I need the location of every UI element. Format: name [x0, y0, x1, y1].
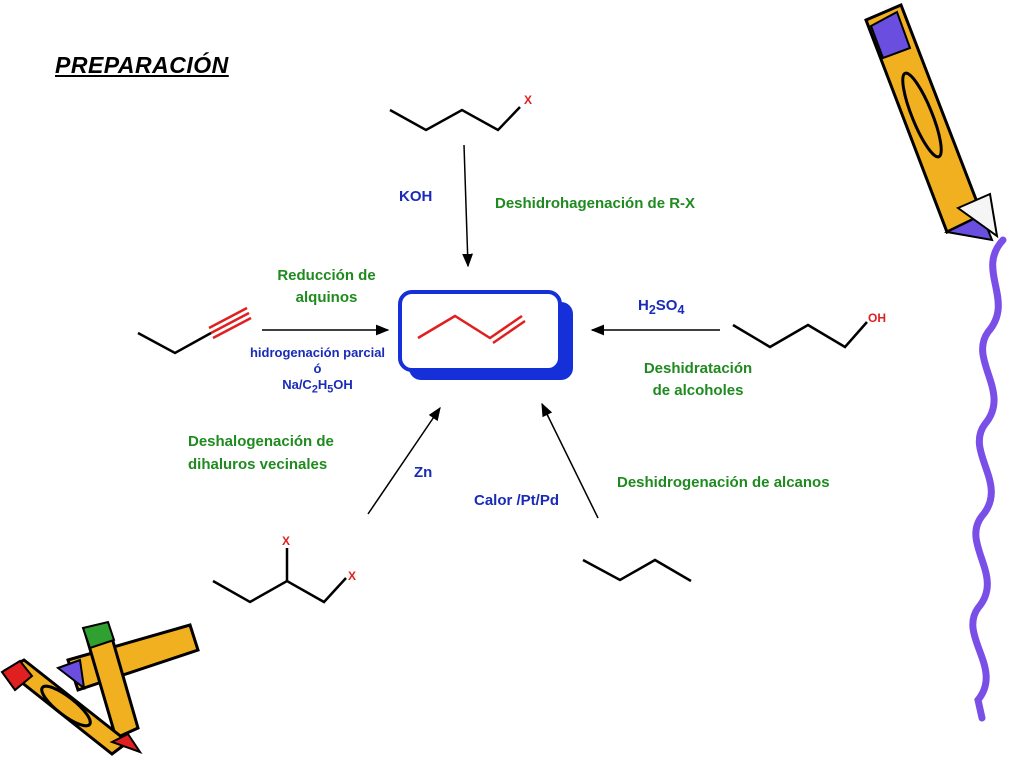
dehalogenation-line1: Deshalogenación de — [188, 433, 334, 450]
heat-catalyst-reagent: Calor /Pt/Pd — [474, 492, 560, 509]
alcohol-dehydration-line1: Deshidratación — [643, 360, 753, 377]
dehalogenation-label: Deshalogenación de dihaluros vecinales — [188, 430, 334, 476]
alkyne-reduction-line1: Reducción de — [277, 267, 376, 284]
double-bond-line — [492, 319, 526, 345]
pencils-icon-bottom-left — [0, 620, 200, 756]
alkyne-reduction-line2: alquinos — [295, 289, 358, 306]
alcohol-dehydration-line2: de alcoholes — [652, 382, 744, 399]
alkyne-reduction-label: Reducción de alquinos — [259, 265, 394, 309]
or-line: ó — [313, 361, 322, 376]
x-label-left-1: X — [282, 534, 290, 548]
product-box — [398, 290, 573, 380]
alkyne-molecule — [137, 306, 252, 355]
alkane-molecule — [582, 558, 692, 583]
oh-label: OH — [868, 311, 886, 325]
arrow-bottom-left — [367, 406, 441, 515]
pencil-icon-top-right — [864, 3, 999, 242]
butadiene-structure — [417, 314, 523, 340]
dihalide-molecule: X X — [212, 534, 356, 604]
page-title: PREPARACIÓN — [55, 52, 229, 78]
wavy-border-decoration — [969, 236, 1007, 722]
x-label-top: X — [524, 93, 532, 107]
alkane-dehydrogenation-label: Deshidrogenación de alcanos — [617, 474, 830, 491]
arrow-top — [462, 144, 473, 268]
partial-hydrogenation-reagent: hidrogenación parcial ó Na/C2H5OH — [235, 345, 400, 398]
dehydrohalogenation-label: Deshidrohagenación de R-X — [495, 195, 696, 212]
koh-reagent: KOH — [399, 188, 433, 205]
dehalogenation-line2: dihaluros vecinales — [188, 456, 328, 473]
x-label-left-2: X — [348, 569, 356, 583]
sulfuric-acid-reagent: H2SO4 — [638, 297, 685, 317]
alcohol-molecule: OH — [732, 311, 886, 349]
arrow-bottom-right — [541, 402, 599, 519]
alcohol-dehydration-label: Deshidratación de alcoholes — [628, 358, 768, 402]
sodium-ethanol-line: Na/C2H5OH — [282, 377, 353, 396]
partial-hydrogenation-line: hidrogenación parcial — [249, 345, 386, 360]
zinc-reagent: Zn — [414, 464, 433, 481]
haloalkane-molecule: X — [389, 93, 532, 132]
